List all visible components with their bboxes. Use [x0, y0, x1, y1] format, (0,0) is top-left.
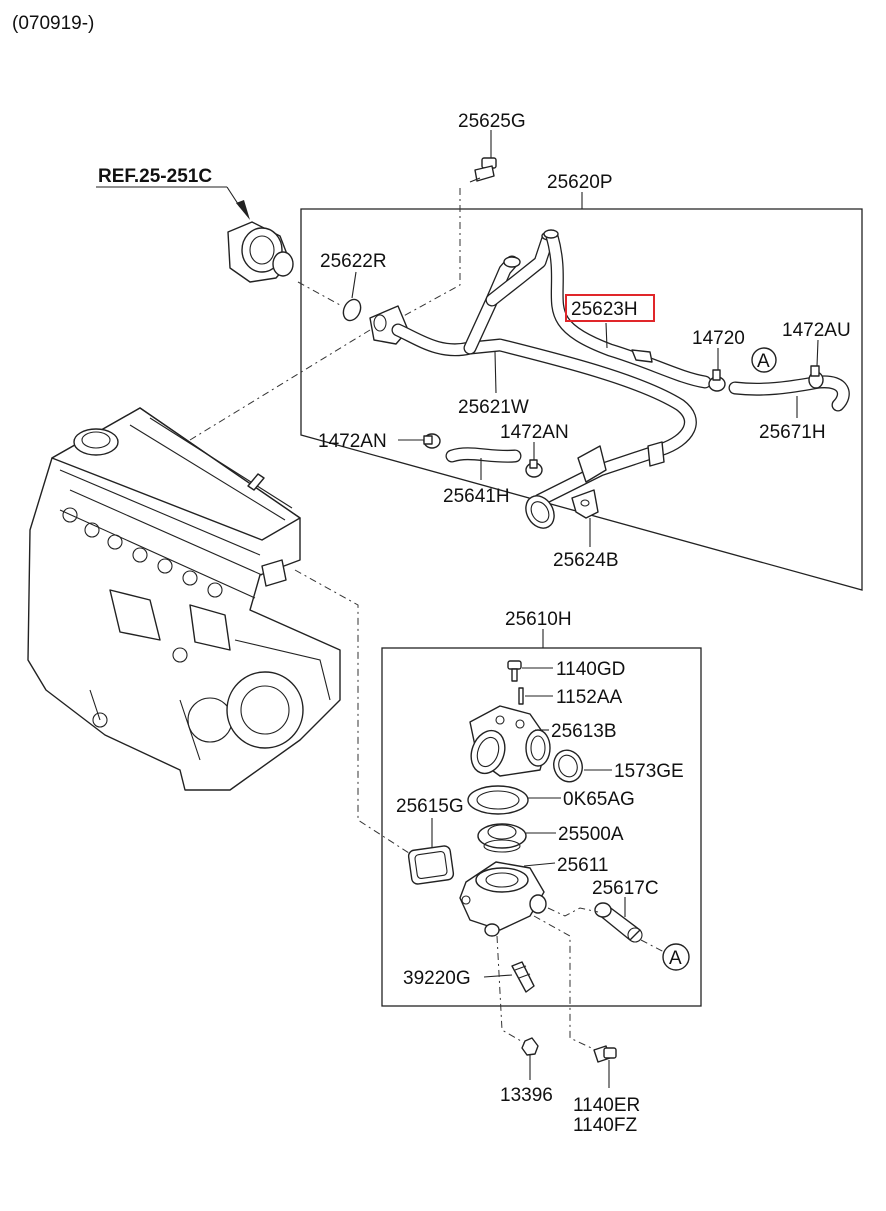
clamp-1472AN-left — [423, 433, 441, 449]
clamp-1472AN-right — [525, 459, 543, 478]
label-1140GD: 1140GD — [556, 659, 625, 680]
label-25622R: 25622R — [320, 251, 387, 272]
hose-25617C — [594, 902, 643, 943]
hose-25617C-link — [547, 907, 599, 917]
pipe-assembly-box — [300, 208, 863, 591]
oring-leader — [297, 281, 341, 306]
label-25610H: 25610H — [505, 609, 572, 630]
gasket-25615G — [407, 845, 455, 885]
hose-25623H — [543, 229, 712, 389]
leader-39220G — [483, 974, 513, 978]
clamp-14720 — [708, 369, 726, 392]
ref-arrowhead — [236, 200, 250, 220]
label-14720: 14720 — [692, 328, 745, 349]
callout-a-upper — [751, 347, 777, 373]
label-25620P: 25620P — [547, 172, 613, 193]
highlight-box-25623H — [565, 294, 655, 322]
engine-block — [27, 407, 341, 791]
label-1140ER: 1140ER — [573, 1095, 640, 1116]
label-25615G: 25615G — [396, 796, 464, 817]
label-25641H: 25641H — [443, 486, 510, 507]
ref-label: REF.25-251C — [98, 166, 212, 187]
leader-25623H — [605, 322, 608, 349]
housing-25613B — [469, 705, 551, 777]
gasket-0K65AG — [467, 785, 529, 815]
label-1152AA: 1152AA — [556, 687, 623, 708]
clamp-1472AU — [808, 365, 824, 389]
hose-25671H — [728, 375, 850, 412]
pin-1152AA — [518, 687, 524, 705]
bracket-25624B — [571, 489, 599, 519]
callout-a-lower-link — [640, 939, 665, 953]
bolt-13396-link — [496, 935, 529, 1046]
label-25613B: 25613B — [551, 721, 617, 742]
label-25624B: 25624B — [553, 550, 619, 571]
bolt-1140ER-link — [533, 915, 601, 1053]
housing-25611 — [459, 861, 547, 937]
label-1472AN-right: 1472AN — [500, 422, 569, 443]
callout-a-lower-label: A — [669, 948, 682, 969]
callout-a-lower — [662, 943, 690, 971]
label-25611: 25611 — [557, 855, 608, 876]
bolt-1140GD — [507, 660, 522, 682]
sensor-39220G — [511, 961, 535, 993]
leader-25611 — [523, 862, 556, 867]
callout-a-upper-label: A — [757, 351, 770, 372]
engine-leader-upper — [189, 329, 371, 441]
label-25671H: 25671H — [759, 422, 826, 443]
date-code: (070919-) — [12, 13, 94, 34]
label-25617C: 25617C — [592, 878, 659, 899]
ref-housing — [227, 221, 294, 283]
label-1573GE: 1573GE — [614, 761, 684, 782]
bolt-13396 — [521, 1037, 539, 1056]
label-25623H: 25623H — [571, 299, 638, 320]
label-1140FZ: 1140FZ — [573, 1115, 637, 1136]
bolt-1140ER — [593, 1045, 617, 1063]
leader-1472AU — [816, 339, 819, 367]
bolt-25625G-leader — [399, 188, 461, 319]
label-25621W: 25621W — [458, 397, 529, 418]
label-1472AU: 1472AU — [782, 320, 851, 341]
bolt-25625G — [469, 157, 497, 183]
oring-25622R — [342, 298, 362, 322]
pipe-25621W — [369, 231, 697, 529]
label-25500A: 25500A — [558, 824, 624, 845]
label-0K65AG: 0K65AG — [563, 789, 635, 810]
engine-leader-lower — [294, 569, 413, 856]
leader-25621W — [494, 351, 497, 394]
ring-1573GE — [553, 749, 583, 783]
label-1472AN-left: 1472AN — [318, 431, 387, 452]
thermostat-25500A — [477, 823, 527, 853]
hose-25641H — [445, 447, 522, 463]
label-39220G: 39220G — [403, 968, 471, 989]
thermostat-assembly-box — [381, 647, 702, 1007]
label-13396: 13396 — [500, 1085, 553, 1106]
leader-25622R — [351, 271, 357, 299]
label-25625G: 25625G — [458, 111, 526, 132]
